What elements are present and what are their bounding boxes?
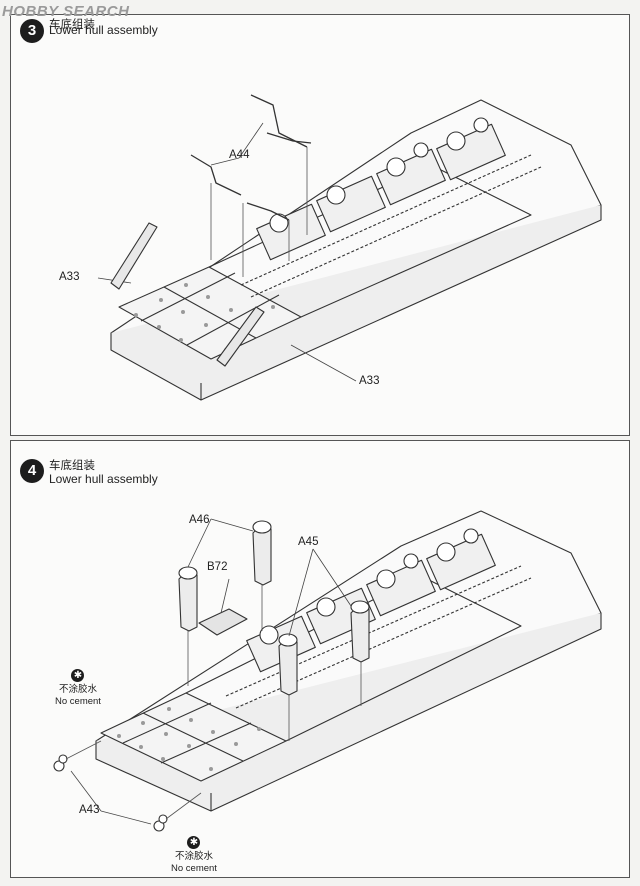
no-cement-cn: 不涂胶水 [174, 851, 213, 862]
no-cement-icon: ✱ [71, 669, 85, 682]
no-cement-icon: ✱ [187, 836, 201, 849]
callout-a44: A44 [229, 149, 250, 161]
no-cement-cn: 不涂胶水 [58, 684, 97, 695]
step-3-diagram [97, 94, 602, 401]
step-title-en: Lower hull assembly [49, 23, 158, 37]
step-title-cn: 车底组装 [49, 460, 95, 472]
no-cement-en: No cement [55, 696, 101, 707]
no-cement-note-bottom: ✱ 不涂胶水 No cement [171, 836, 217, 875]
callout-b72: B72 [207, 561, 228, 573]
callout-a33-right: A33 [359, 375, 380, 387]
step-title-cn: 车底组装 [49, 19, 95, 31]
step-number: 4 [20, 459, 44, 483]
callout-a45: A45 [298, 536, 319, 548]
no-cement-note-left: ✱ 不涂胶水 No cement [55, 669, 101, 708]
step-4-diagram [53, 510, 602, 832]
callout-a43: A43 [79, 804, 100, 816]
watermark: HOBBY SEARCH [2, 3, 130, 20]
step-3-panel: 3 车底组装 Lower hull assembly [10, 14, 630, 436]
step-4-panel: 4 车底组装 Lower hull assembly [10, 440, 630, 878]
step-title-en: Lower hull assembly [49, 472, 158, 486]
callout-a33-left: A33 [59, 271, 80, 283]
step-number: 3 [20, 19, 44, 43]
callout-a46: A46 [189, 514, 210, 526]
no-cement-en: No cement [171, 863, 217, 874]
